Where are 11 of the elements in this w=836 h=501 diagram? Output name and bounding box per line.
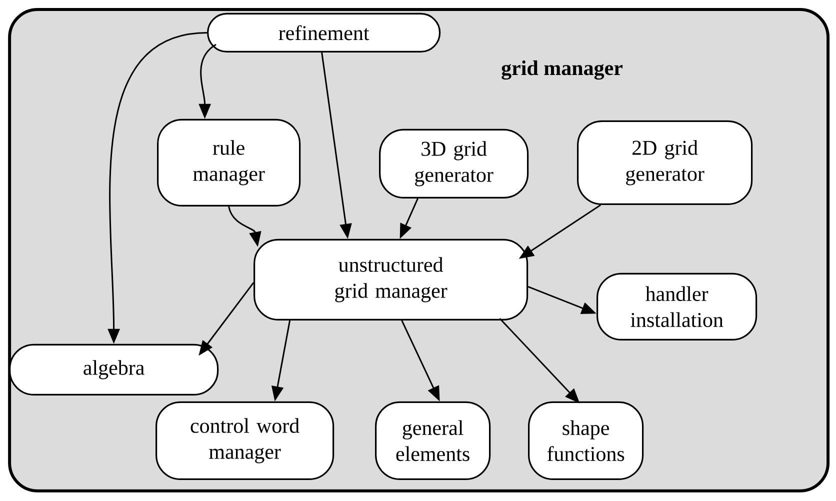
group-title: grid manager <box>502 60 622 80</box>
process-box: unstructured grid manager <box>254 238 528 320</box>
process-box: handler installation <box>596 272 758 340</box>
process-box: 3D grid generator <box>379 128 529 198</box>
process-box: 2D grid generator <box>577 120 753 205</box>
process-box: shape functions <box>528 401 644 480</box>
process-box: rule manager <box>157 118 301 206</box>
process-box: algebra <box>9 344 219 396</box>
process-box: control word manager <box>156 401 334 480</box>
process-box: refinement <box>207 12 441 52</box>
process-box: general elements <box>375 401 491 480</box>
